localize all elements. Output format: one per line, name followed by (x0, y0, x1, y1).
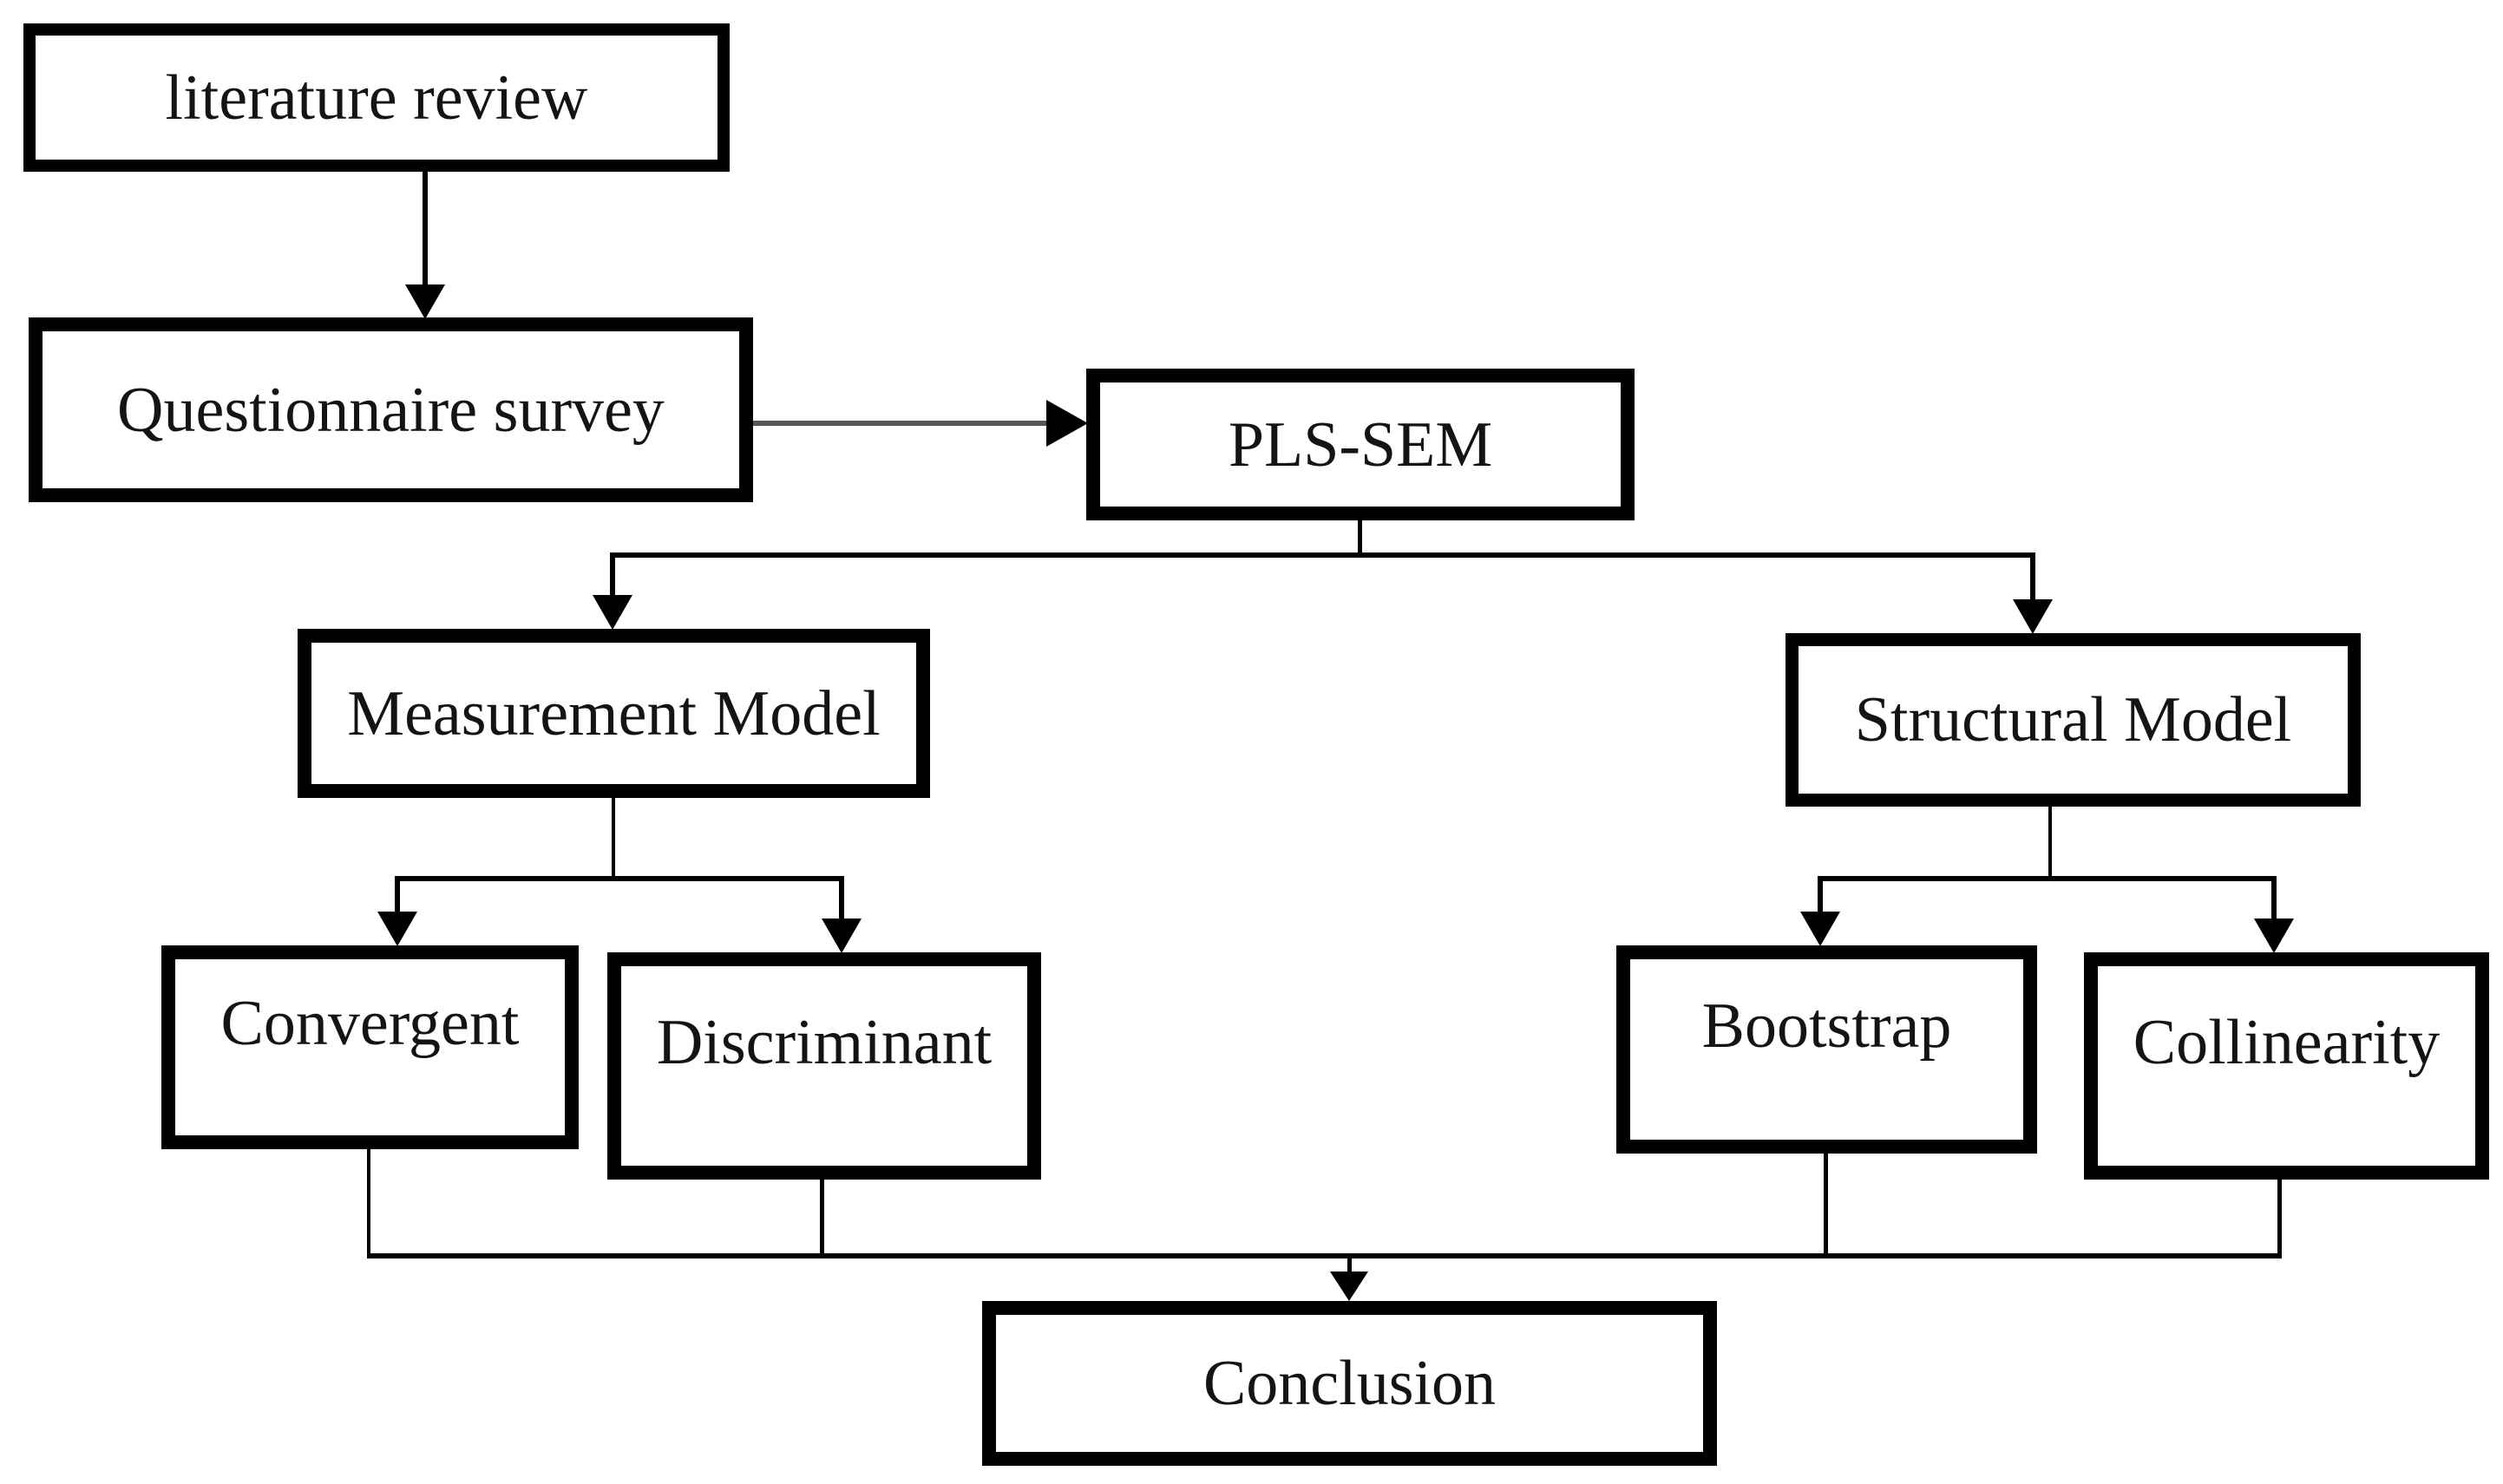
edge-structural-bootstrap-arrowhead-icon (1800, 912, 1840, 946)
edge-measurement-convergent-line (395, 876, 400, 914)
edge-literature-questionnaire-line (423, 172, 428, 288)
edge-bootstrap-collector-line (1824, 1154, 1828, 1257)
node-measurement-model-label: Measurement Model (347, 677, 881, 749)
edge-structural-bootstrap-line (1818, 876, 1823, 914)
edge-literature-questionnaire-arrowhead-icon (405, 284, 445, 319)
node-collinearity: Collinearity (2084, 952, 2489, 1180)
edge-convergent-collector-line (367, 1149, 370, 1257)
node-measurement-model: Measurement Model (298, 629, 930, 798)
node-literature-review-label: literature review (165, 62, 588, 134)
node-collinearity-label: Collinearity (2133, 1006, 2441, 1078)
edge-measurement-convergent-arrowhead-icon (377, 912, 417, 946)
node-bootstrap: Bootstrap (1616, 945, 2037, 1154)
edge-plssem-stem-line (1358, 520, 1362, 558)
node-convergent: Convergent (161, 945, 579, 1149)
edge-structural-split-line (1818, 876, 2277, 881)
node-pls-sem: PLS-SEM (1086, 369, 1635, 520)
node-questionnaire-survey: Questionnaire survey (29, 317, 753, 502)
edge-discriminant-collector-line (820, 1180, 824, 1257)
node-literature-review: literature review (23, 23, 730, 172)
edge-questionnaire-plssem-arrowhead-icon (1046, 400, 1088, 447)
node-discriminant-label: Discriminant (656, 1006, 993, 1078)
edge-collinearity-collector-line (2277, 1180, 2282, 1257)
node-conclusion-label: Conclusion (1202, 1348, 1497, 1419)
edge-plssem-structural-arrowhead-icon (2013, 599, 2053, 634)
node-bootstrap-label: Bootstrap (1701, 990, 1952, 1062)
node-discriminant: Discriminant (607, 952, 1041, 1180)
edge-plssem-structural-line (2030, 558, 2035, 601)
node-questionnaire-survey-label: Questionnaire survey (117, 374, 665, 446)
edge-structural-collinearity-line (2271, 876, 2277, 921)
edge-questionnaire-plssem-line (753, 421, 1048, 426)
edge-measurement-split-stem-line (612, 798, 615, 878)
edge-collector-conclusion-line (1347, 1258, 1352, 1278)
edge-structural-collinearity-arrowhead-icon (2254, 919, 2294, 953)
edge-collector-line (367, 1253, 2282, 1258)
node-structural-model-label: Structural Model (1854, 684, 2292, 755)
edge-measurement-split-line (395, 876, 844, 881)
edge-collector-conclusion-arrowhead-icon (1330, 1272, 1368, 1301)
node-pls-sem-label: PLS-SEM (1228, 409, 1493, 481)
edge-plssem-measurement-arrowhead-icon (593, 595, 632, 630)
edge-structural-split-stem-line (2048, 807, 2052, 878)
edge-measurement-discriminant-line (839, 876, 844, 921)
edge-plssem-measurement-line (610, 558, 615, 598)
edge-measurement-discriminant-arrowhead-icon (822, 919, 862, 953)
node-structural-model: Structural Model (1786, 633, 2361, 807)
node-conclusion: Conclusion (982, 1301, 1717, 1466)
edge-plssem-distribution-line (610, 552, 2035, 558)
node-convergent-label: Convergent (220, 988, 520, 1059)
